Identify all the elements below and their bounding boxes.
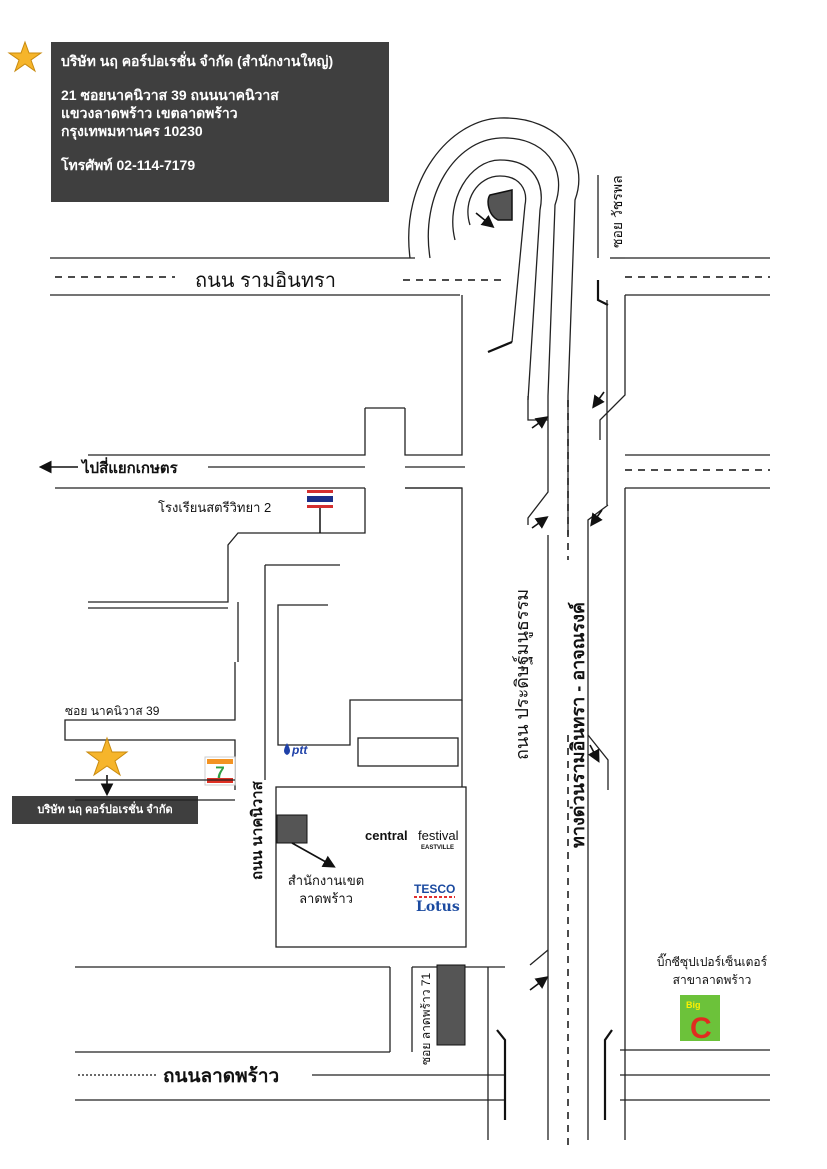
- soi-watcharaphol: ซอย วัชรพล: [596, 175, 625, 306]
- school-block: โรงเรียนสตรีวิทยา 2: [64, 487, 463, 790]
- svg-text:TESCO: TESCO: [414, 882, 455, 896]
- address-line-1: 21 ซอยนาคนิวาส 39 ถนนนาคนิวาส: [61, 87, 279, 103]
- svg-text:ptt: ptt: [291, 743, 308, 757]
- bigc-label-2: สาขาลาดพร้าว: [673, 973, 752, 987]
- ramintra-road: ถนน รามอินทรา: [50, 257, 770, 296]
- company-info-box: บริษัท นฤ คอร์ปอเรชั่น จำกัด (สำนักงานให…: [51, 42, 389, 202]
- building-block: [436, 964, 466, 1046]
- svg-text:EASTVILLE: EASTVILLE: [421, 845, 454, 851]
- ptt-logo: ptt: [284, 743, 308, 757]
- address-line-3: กรุงเทพมหานคร 10230: [61, 123, 203, 139]
- soi-watcharaphol-label: ซอย วัชรพล: [609, 175, 625, 248]
- soi-nakniwat-39: ซอย นาคนิวาส 39 7: [65, 704, 236, 797]
- kaset-road: ไปสี่แยกเกษตร: [38, 457, 465, 489]
- expressway-label: ทางด่วนรามอินทรา - อาจณรงค์: [567, 602, 588, 848]
- ramintra-road-label: ถนน รามอินทรา: [195, 270, 336, 292]
- thai-flag-icon: [307, 490, 333, 533]
- building-block: [357, 737, 459, 767]
- svg-text:Big: Big: [686, 1000, 701, 1010]
- svg-text:7: 7: [215, 763, 224, 782]
- uturn-loop: [408, 117, 580, 401]
- svg-text:festival: festival: [418, 828, 459, 843]
- bigc-label-1: บิ๊กซีซุปเปอร์เซ็นเตอร์: [657, 953, 768, 970]
- seven-eleven-logo: 7: [204, 756, 236, 786]
- ladprao-road: ถนนลาดพร้าว: [75, 1029, 770, 1120]
- address-line-2: แขวงลาดพร้าว เขตลาดพร้าว: [61, 105, 238, 121]
- soi-nakniwat-39-label: ซอย นาคนิวาส 39: [65, 704, 160, 718]
- nakniwat-road: ถนน นาคนิวาส: [248, 780, 266, 880]
- school-label: โรงเรียนสตรีวิทยา 2: [158, 500, 271, 515]
- svg-text:central: central: [365, 828, 408, 843]
- ladprao-road-label: ถนนลาดพร้าว: [163, 1065, 279, 1087]
- central-festival-logo: central festival EASTVILLE: [365, 828, 459, 851]
- central-block: สำนักงานเขต ลาดพร้าว central festival EA…: [275, 786, 467, 948]
- soi-ladprao-71-label: ซอย ลาดพร้าว 71: [419, 973, 433, 1065]
- nakniwat-road-label: ถนน นาคนิวาส: [248, 780, 266, 880]
- star-icon: [7, 40, 43, 73]
- svg-text:Lotus: Lotus: [416, 899, 460, 915]
- district-office-label-1: สำนักงานเขต: [288, 873, 364, 888]
- bigc-block: บิ๊กซีซุปเปอร์เซ็นเตอร์ สาขาลาดพร้าว Big…: [657, 953, 768, 1045]
- svg-text:C: C: [690, 1012, 712, 1045]
- star-icon: [85, 736, 129, 777]
- company-name: บริษัท นฤ คอร์ปอเรชั่น จำกัด (สำนักงานให…: [61, 53, 334, 69]
- lower-left-roads: ซอย ลาดพร้าว 71: [75, 779, 505, 1065]
- bigc-logo: Big C: [680, 995, 720, 1045]
- company-location-label: บริษัท นฤ คอร์ปอเรชั่น จำกัด: [12, 796, 198, 824]
- phone-number: โทรศัพท์ 02-114-7179: [61, 157, 196, 173]
- pradit-manutham-label: ถนน ประดิษฐ์มนูธรรม: [512, 589, 533, 760]
- pradit-manutham-road: ถนน ประดิษฐ์มนูธรรม ทางด่วนรามอินทรา - อ…: [461, 300, 626, 1145]
- upper-blocks: [88, 295, 770, 489]
- tesco-lotus-logo: TESCO Lotus: [414, 882, 460, 915]
- district-office-label-2: ลาดพร้าว: [299, 891, 353, 906]
- to-kaset-label: ไปสี่แยกเกษตร: [80, 457, 179, 477]
